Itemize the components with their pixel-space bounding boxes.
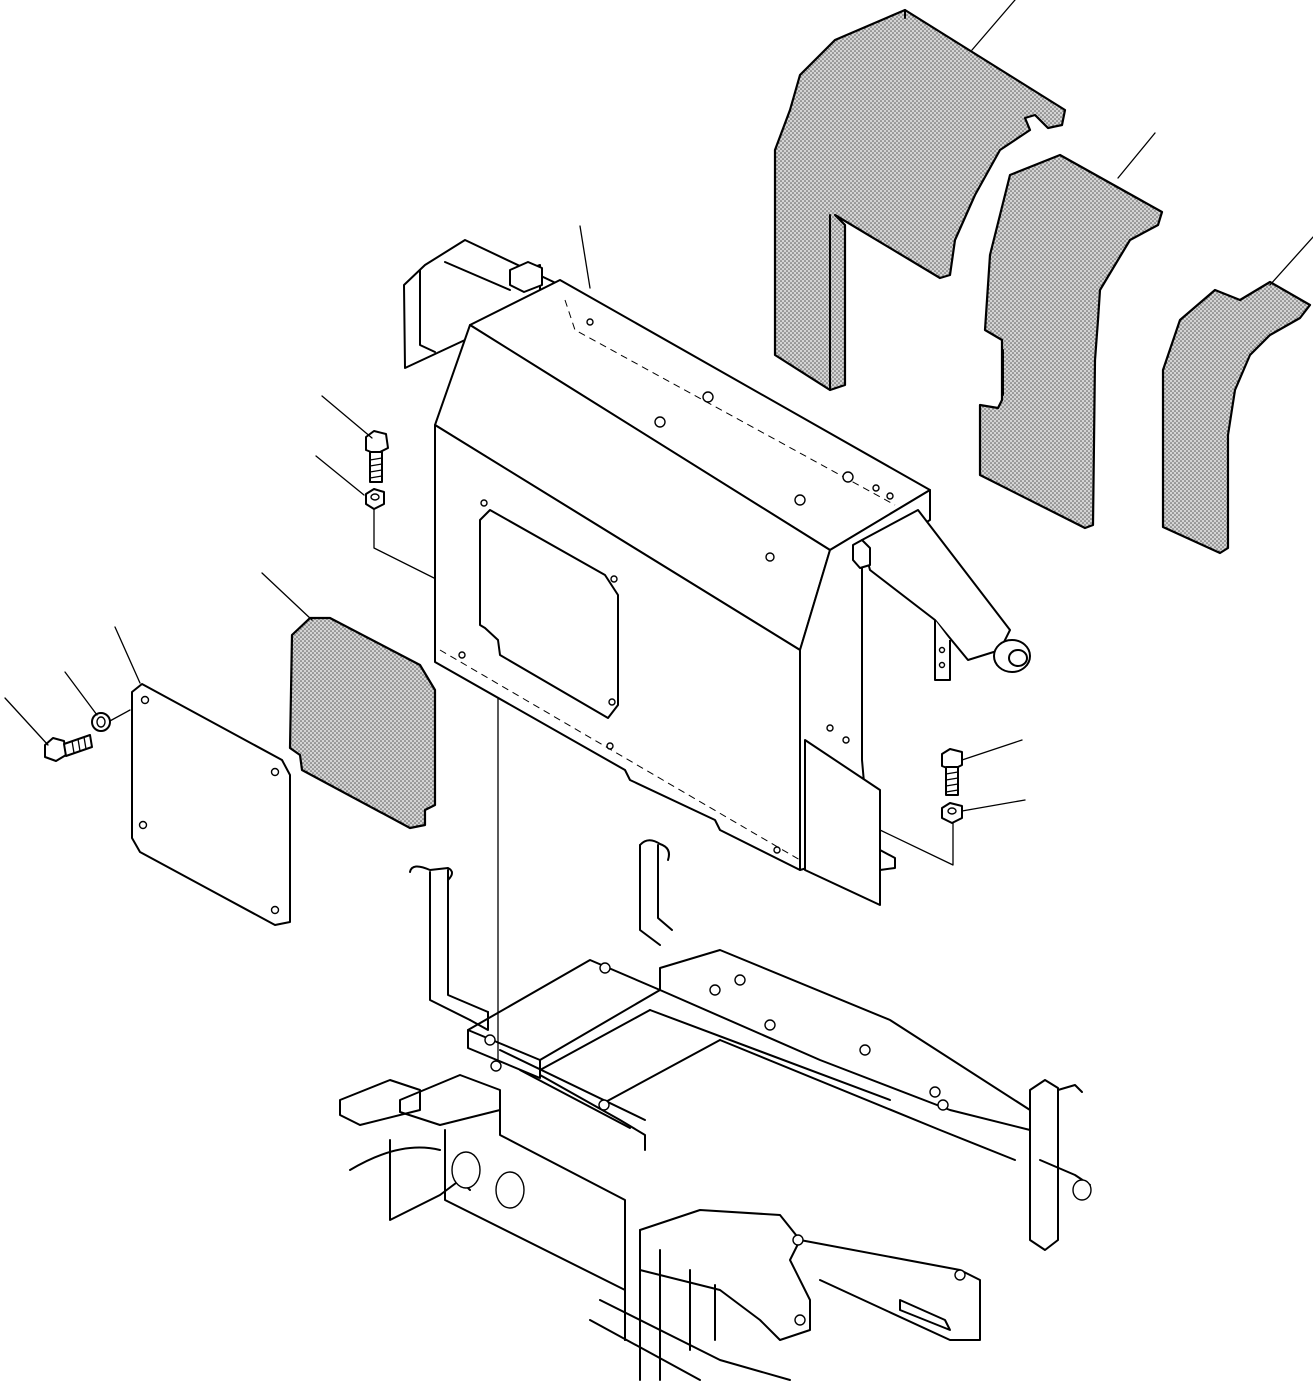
sound-insulation-pad-large (773, 8, 1067, 392)
bolt-top (365, 430, 389, 483)
washer-right (941, 802, 963, 824)
bolt-right (941, 748, 963, 796)
sound-insulation-pad-middle (978, 153, 1164, 530)
front-cover-main (403, 239, 1031, 906)
base-frame (339, 839, 1092, 1381)
leader-lines (4, 0, 1313, 812)
washer-left (91, 712, 111, 732)
access-cover-plate (131, 683, 291, 926)
bolt-left (44, 734, 93, 762)
washer-top (365, 488, 385, 510)
sound-insulation-pad-small (1161, 280, 1312, 555)
sound-insulation-pad-left (288, 616, 437, 830)
